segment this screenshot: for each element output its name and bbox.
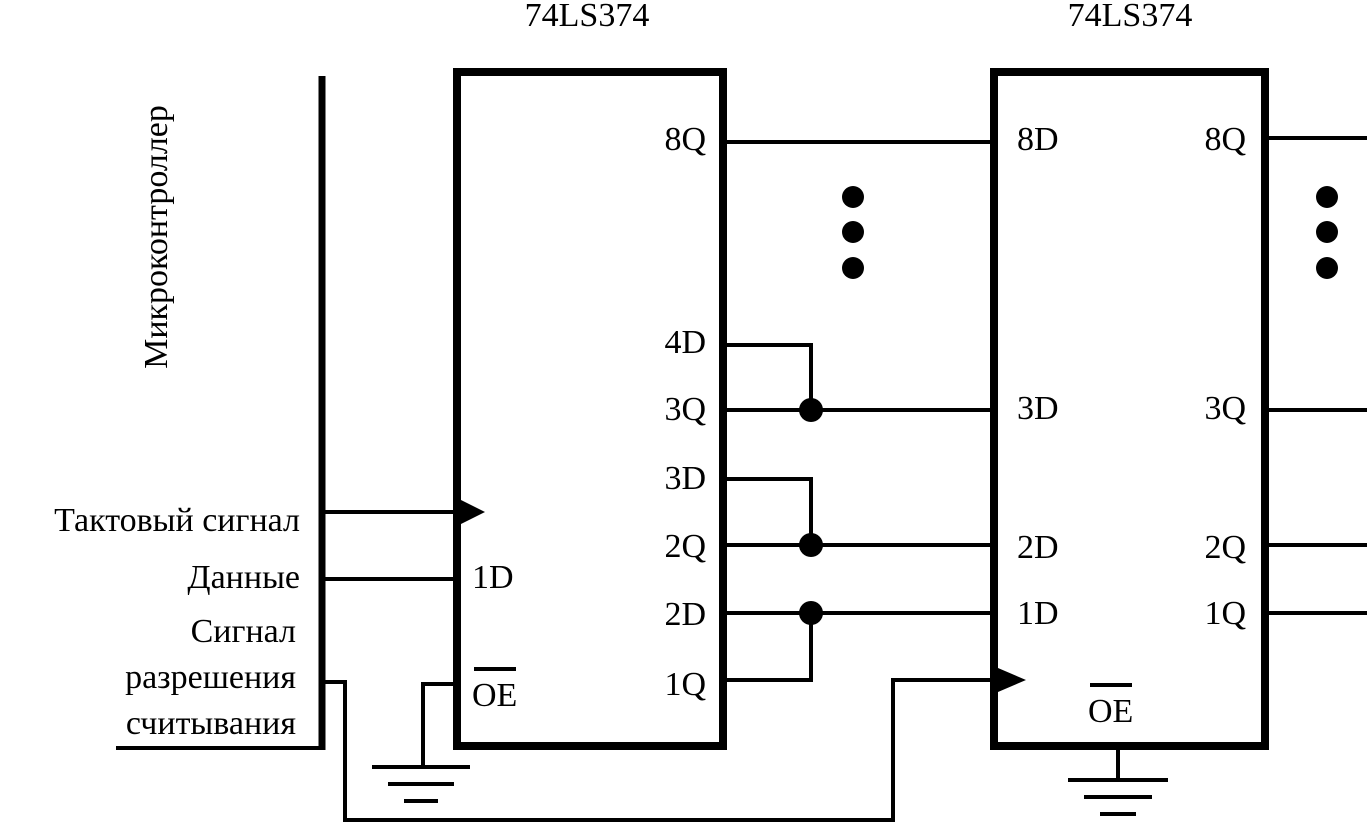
- ellipsis-dots-right: [1316, 186, 1338, 279]
- microcontroller-label: Микроконтроллер: [138, 105, 175, 369]
- right-pin-oe-label: OE: [1088, 693, 1133, 730]
- left-pin-1d: 1D: [472, 559, 514, 596]
- left-ground-symbol: [372, 765, 470, 803]
- read-enable-label-line3: считывания: [126, 705, 296, 742]
- left-pin-oe: OE: [472, 667, 517, 714]
- left-pin-oe-label: OE: [472, 677, 517, 714]
- right-pin-3d: 3D: [1017, 390, 1059, 427]
- left-pin-3q: 3Q: [664, 391, 706, 428]
- wire-1q-tap: [723, 613, 813, 682]
- wire-4d-tap: [723, 343, 813, 410]
- right-pin-8d: 8D: [1017, 121, 1059, 158]
- right-pin-oe: OE: [1088, 683, 1133, 730]
- junction-dot: [799, 398, 823, 422]
- left-pin-8q: 8Q: [664, 121, 706, 158]
- right-pin-2d: 2D: [1017, 529, 1059, 566]
- clock-signal-label: Тактовый сигнал: [54, 502, 300, 539]
- right-pin-8q: 8Q: [1204, 121, 1246, 158]
- left-pin-1q: 1Q: [664, 666, 706, 703]
- left-pin-4d: 4D: [664, 324, 706, 361]
- left-clock-arrow: [461, 500, 485, 524]
- left-pin-2q: 2Q: [664, 528, 706, 565]
- right-clock-arrow: [998, 668, 1026, 692]
- read-enable-wire: [324, 678, 998, 822]
- left-pin-3d: 3D: [664, 460, 706, 497]
- data-signal-label: Данные: [187, 559, 300, 596]
- right-chip-title: 74LS374: [1068, 0, 1193, 34]
- right-pin-3q: 3Q: [1204, 390, 1246, 427]
- junction-dot: [799, 533, 823, 557]
- wire-3d-tap: [723, 477, 813, 545]
- junction-dot: [799, 601, 823, 625]
- left-pin-2d: 2D: [664, 596, 706, 633]
- right-pin-1d: 1D: [1017, 595, 1059, 632]
- right-pin-2q: 2Q: [1204, 529, 1246, 566]
- left-oe-ground-wire: [421, 682, 461, 767]
- right-pin-1q: 1Q: [1204, 595, 1246, 632]
- ellipsis-dots-middle: [842, 186, 864, 279]
- left-chip-title: 74LS374: [525, 0, 650, 34]
- read-enable-label-line1: Сигнал: [191, 613, 296, 650]
- right-ground-symbol: [1068, 778, 1168, 816]
- read-enable-label-line2: разрешения: [125, 659, 296, 696]
